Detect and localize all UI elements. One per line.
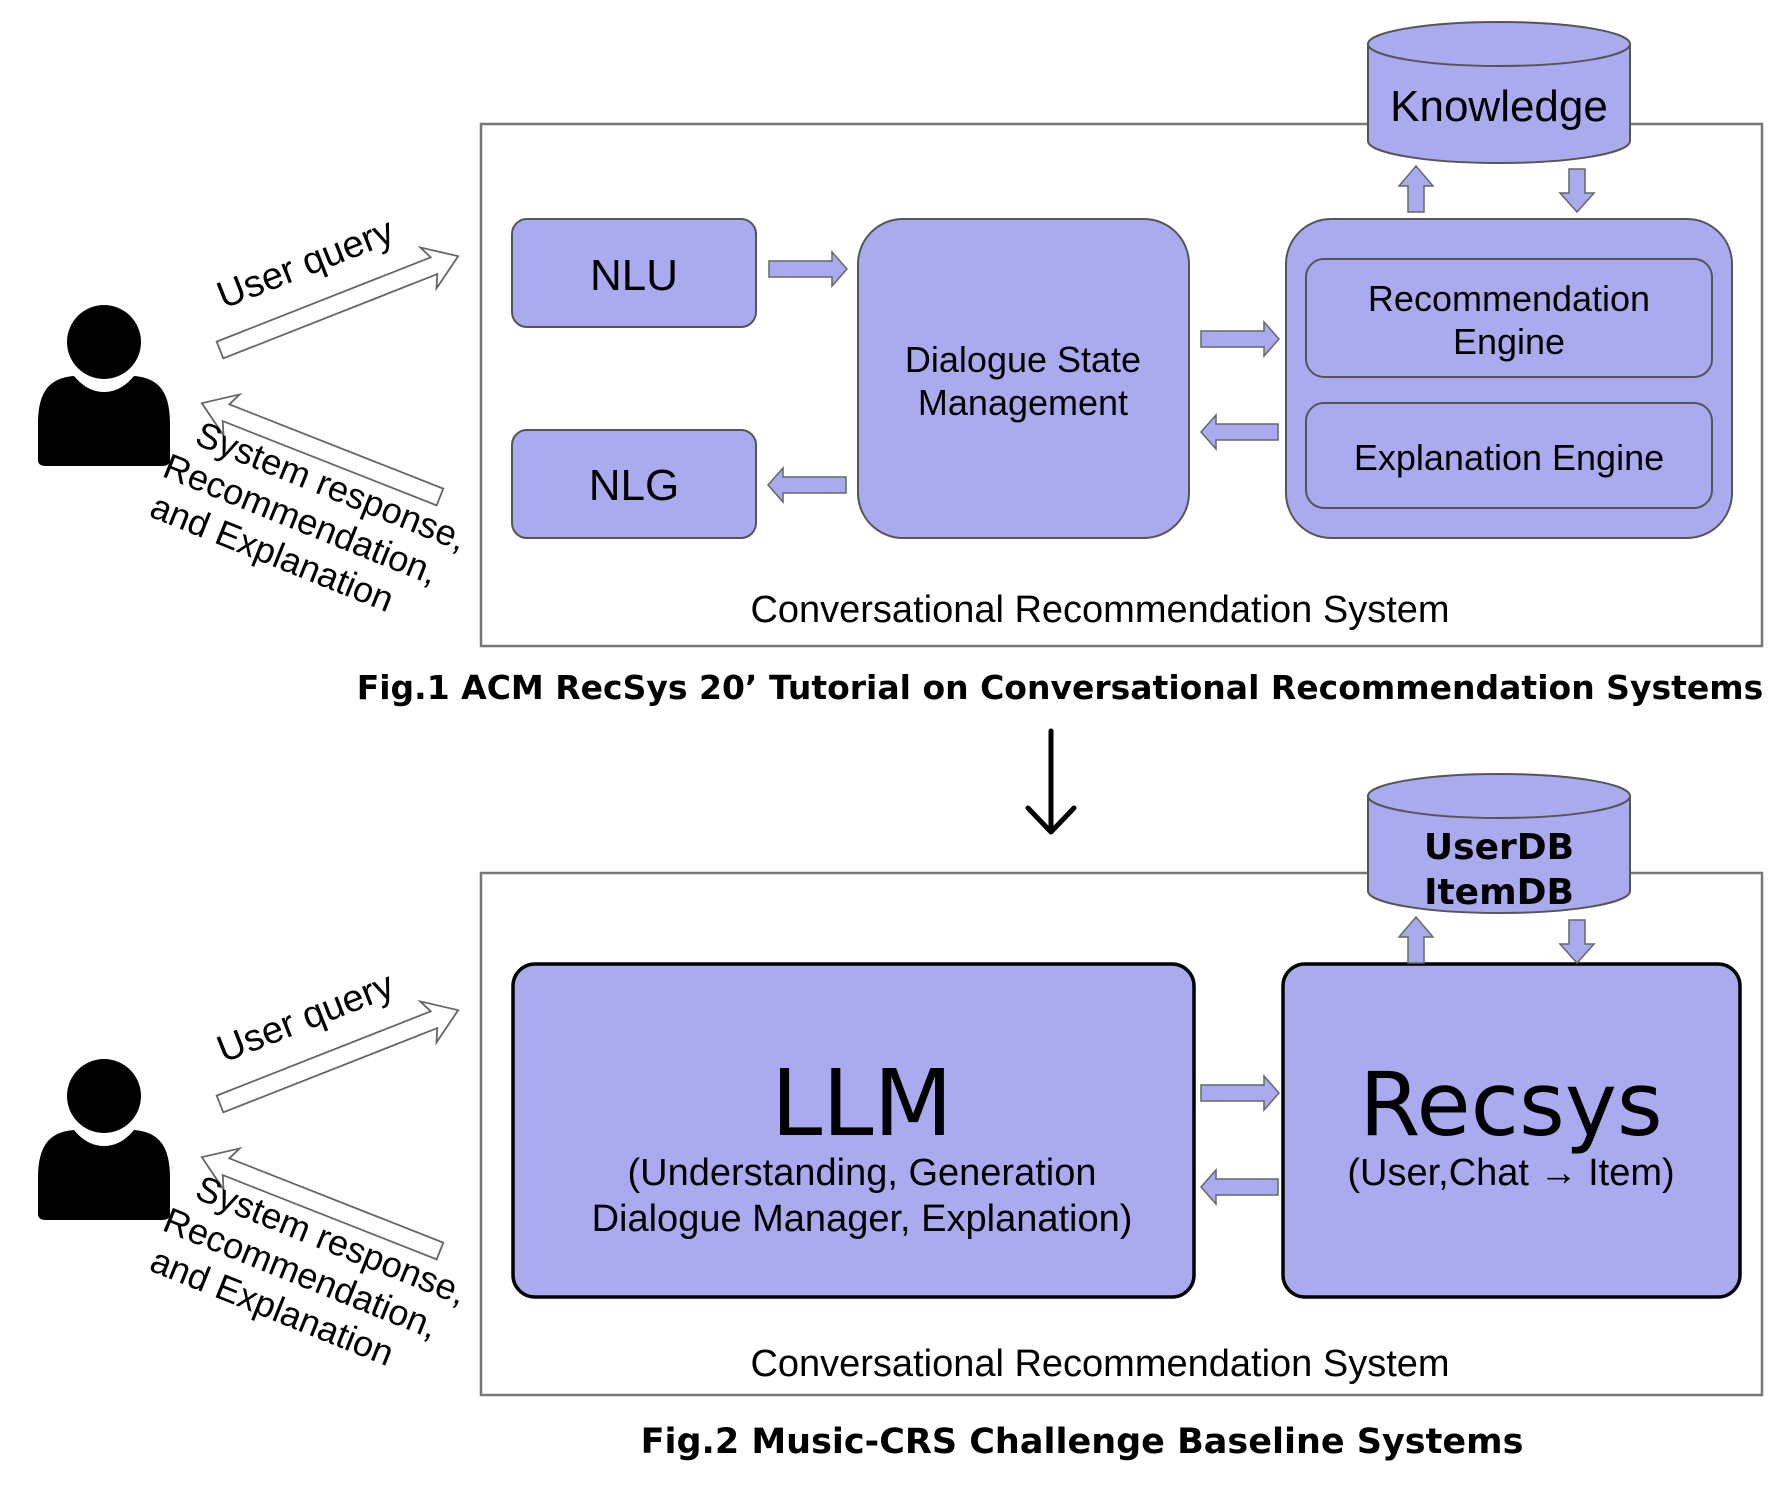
- system-response-arrow-icon: [200, 392, 445, 507]
- fig2-caption: Fig.2 Music-CRS Challenge Baseline Syste…: [641, 1422, 1524, 1462]
- dsm-to-nlg-arrow-icon: [766, 466, 847, 504]
- fig1-system-label: Conversational Recommendation System: [750, 589, 1449, 631]
- llm-subtitle-line-2: Dialogue Manager, Explanation): [592, 1198, 1133, 1240]
- recsys-module: [1281, 962, 1742, 1299]
- llm-module: [511, 962, 1196, 1299]
- user-query-label: User query: [211, 210, 399, 317]
- fig2-system-frame: [479, 871, 1764, 1397]
- fig1-system-frame: [479, 122, 1764, 648]
- fig1: User query System response, Recommendati…: [38, 21, 1764, 707]
- recsys-to-llm-arrow-icon: [1199, 1168, 1279, 1206]
- recsys-subtitle: (User,Chat → Item): [1347, 1152, 1674, 1194]
- knowledge-database-icon: [1367, 21, 1631, 164]
- engine-to-dsm-arrow-icon: [1199, 413, 1279, 451]
- engine-to-knowledge-arrow-icon: [1397, 164, 1435, 213]
- transition-arrow-down-icon: [1025, 728, 1077, 835]
- nlu-to-dsm-arrow-icon: [768, 250, 849, 288]
- llm-subtitle-line-1: (Understanding, Generation: [628, 1152, 1097, 1194]
- rec-engine-label-line-1: Recommendation: [1368, 278, 1650, 319]
- nlu-module: [511, 218, 757, 328]
- dsm-to-engine-arrow-icon: [1200, 320, 1281, 358]
- dialogue-state-management-module: [857, 218, 1190, 539]
- fig2-system-label: Conversational Recommendation System: [750, 1343, 1449, 1385]
- explanation-engine-module: [1305, 402, 1713, 509]
- expl-engine-label: Explanation Engine: [1354, 437, 1664, 478]
- db-to-recsys-arrow-icon: [1558, 919, 1596, 965]
- user-query-label: User query: [211, 964, 399, 1071]
- db-label-line-2: ItemDB: [1424, 872, 1574, 913]
- dsm-label-line-2: Management: [918, 382, 1128, 423]
- fig1-caption: Fig.1 ACM RecSys 20’ Tutorial on Convers…: [357, 668, 1764, 707]
- user-person-icon: [38, 1059, 170, 1220]
- nlu-label: NLU: [590, 251, 678, 300]
- llm-title: LLM: [771, 1050, 953, 1157]
- userdb-itemdb-database-icon: [1367, 773, 1631, 914]
- nlg-label: NLG: [589, 461, 679, 510]
- user-person-icon: [38, 305, 170, 466]
- recsys-title: Recsys: [1359, 1053, 1663, 1156]
- dsm-label-line-1: Dialogue State: [905, 339, 1141, 380]
- knowledge-to-engine-arrow-icon: [1558, 168, 1596, 214]
- fig2: User query System response, Recommendati…: [38, 773, 1764, 1462]
- nlg-module: [511, 429, 757, 539]
- user-query-arrow-icon: [215, 999, 460, 1114]
- recsys-to-db-arrow-icon: [1397, 915, 1435, 964]
- system-response-arrow-icon: [200, 1146, 445, 1261]
- knowledge-label: Knowledge: [1390, 82, 1608, 131]
- rec-engine-label-line-2: Engine: [1453, 321, 1565, 362]
- user-query-arrow-icon: [215, 245, 460, 360]
- system-response-label: System response, Recommendation, and Exp…: [145, 413, 473, 620]
- llm-to-recsys-arrow-icon: [1200, 1074, 1281, 1112]
- db-label-line-1: UserDB: [1424, 827, 1574, 868]
- recommendation-engine-module: [1305, 258, 1713, 378]
